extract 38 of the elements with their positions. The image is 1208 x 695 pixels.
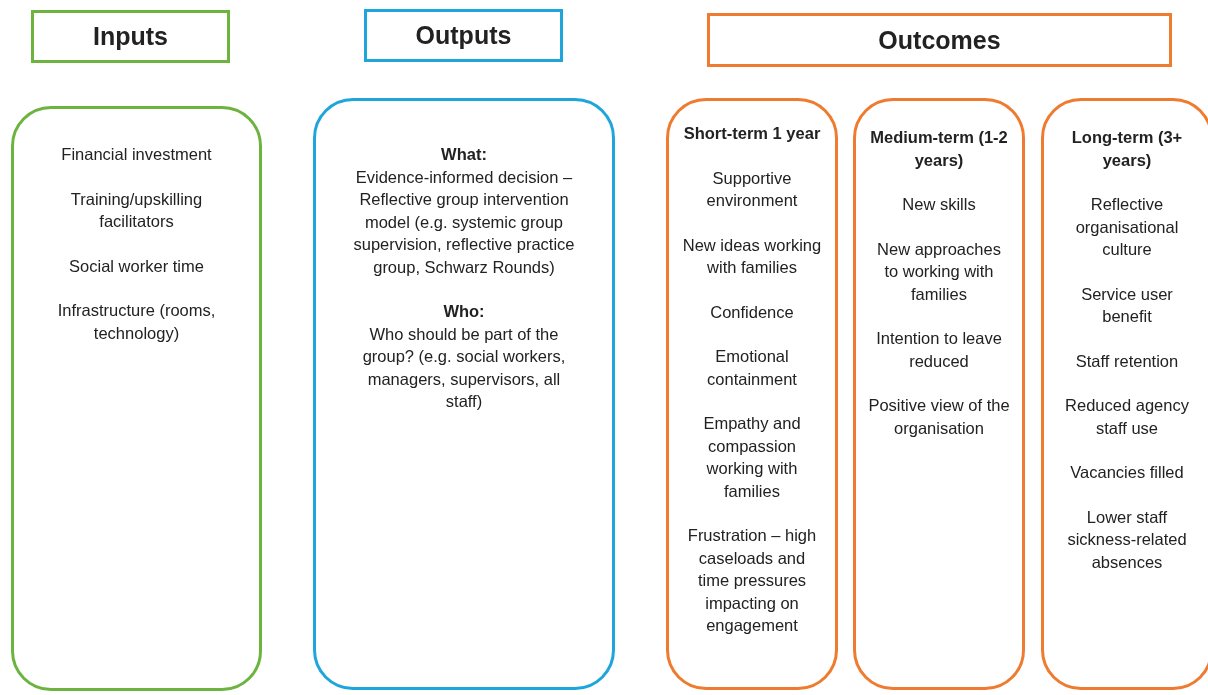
column-heading: Outcomes	[878, 25, 1001, 55]
list-item: New approaches to working with families	[876, 238, 1002, 305]
rounded-panel	[853, 98, 1025, 690]
list-item: New skills	[901, 194, 977, 215]
column-header-box	[31, 10, 230, 63]
rounded-panel	[666, 98, 838, 690]
list-item: Positive view of the organisation	[868, 395, 1010, 439]
list-item: Reduced agency staff use	[1064, 395, 1190, 439]
section-heading: Who:	[442, 301, 486, 322]
list-item: Emotional containment	[706, 346, 798, 390]
section-heading: Short-term 1 year	[682, 123, 822, 144]
list-item: Empathy and compassion working with families	[702, 413, 802, 502]
section-heading: What:	[440, 144, 488, 165]
rounded-panel	[11, 106, 262, 691]
list-item: Service user benefit	[1080, 283, 1174, 327]
list-item: Confidence	[709, 301, 795, 323]
rounded-panel	[1041, 98, 1208, 690]
list-item: Infrastructure (rooms, technology)	[56, 300, 217, 344]
column-header-box	[364, 9, 563, 62]
list-item: Reflective organisational culture	[1074, 194, 1180, 260]
list-item: Who should be part of the group? (e.g. social workers, managers, supervisors, all staff)	[361, 323, 567, 412]
section-heading: Long-term (3+ years)	[1070, 127, 1184, 171]
list-item: Financial investment	[60, 144, 213, 165]
list-item: Training/upskilling facilitators	[69, 188, 204, 232]
list-item: Staff retention	[1074, 350, 1180, 372]
rounded-panel	[313, 98, 615, 690]
list-item: Supportive environment	[705, 167, 799, 211]
section-heading: Medium-term (1-2 years)	[869, 127, 1009, 171]
list-item: Frustration – high caseloads and time pressures impacting on engagement	[686, 525, 818, 636]
list-item: Intention to leave reduced	[875, 328, 1003, 372]
list-item: Evidence-informed decision – Reflective group intervention model (e.g. systemic group supervision, reflective practice group, Schwarz Rounds)	[352, 166, 576, 278]
column-heading: Inputs	[93, 22, 168, 51]
column-heading: Outputs	[415, 21, 512, 50]
list-item: Vacancies filled	[1069, 462, 1185, 483]
list-item: New ideas working with families	[681, 234, 823, 278]
column-header-box	[707, 13, 1172, 67]
list-item: Social worker time	[68, 255, 205, 277]
list-item: Lower staff sickness-related absences	[1066, 506, 1188, 573]
